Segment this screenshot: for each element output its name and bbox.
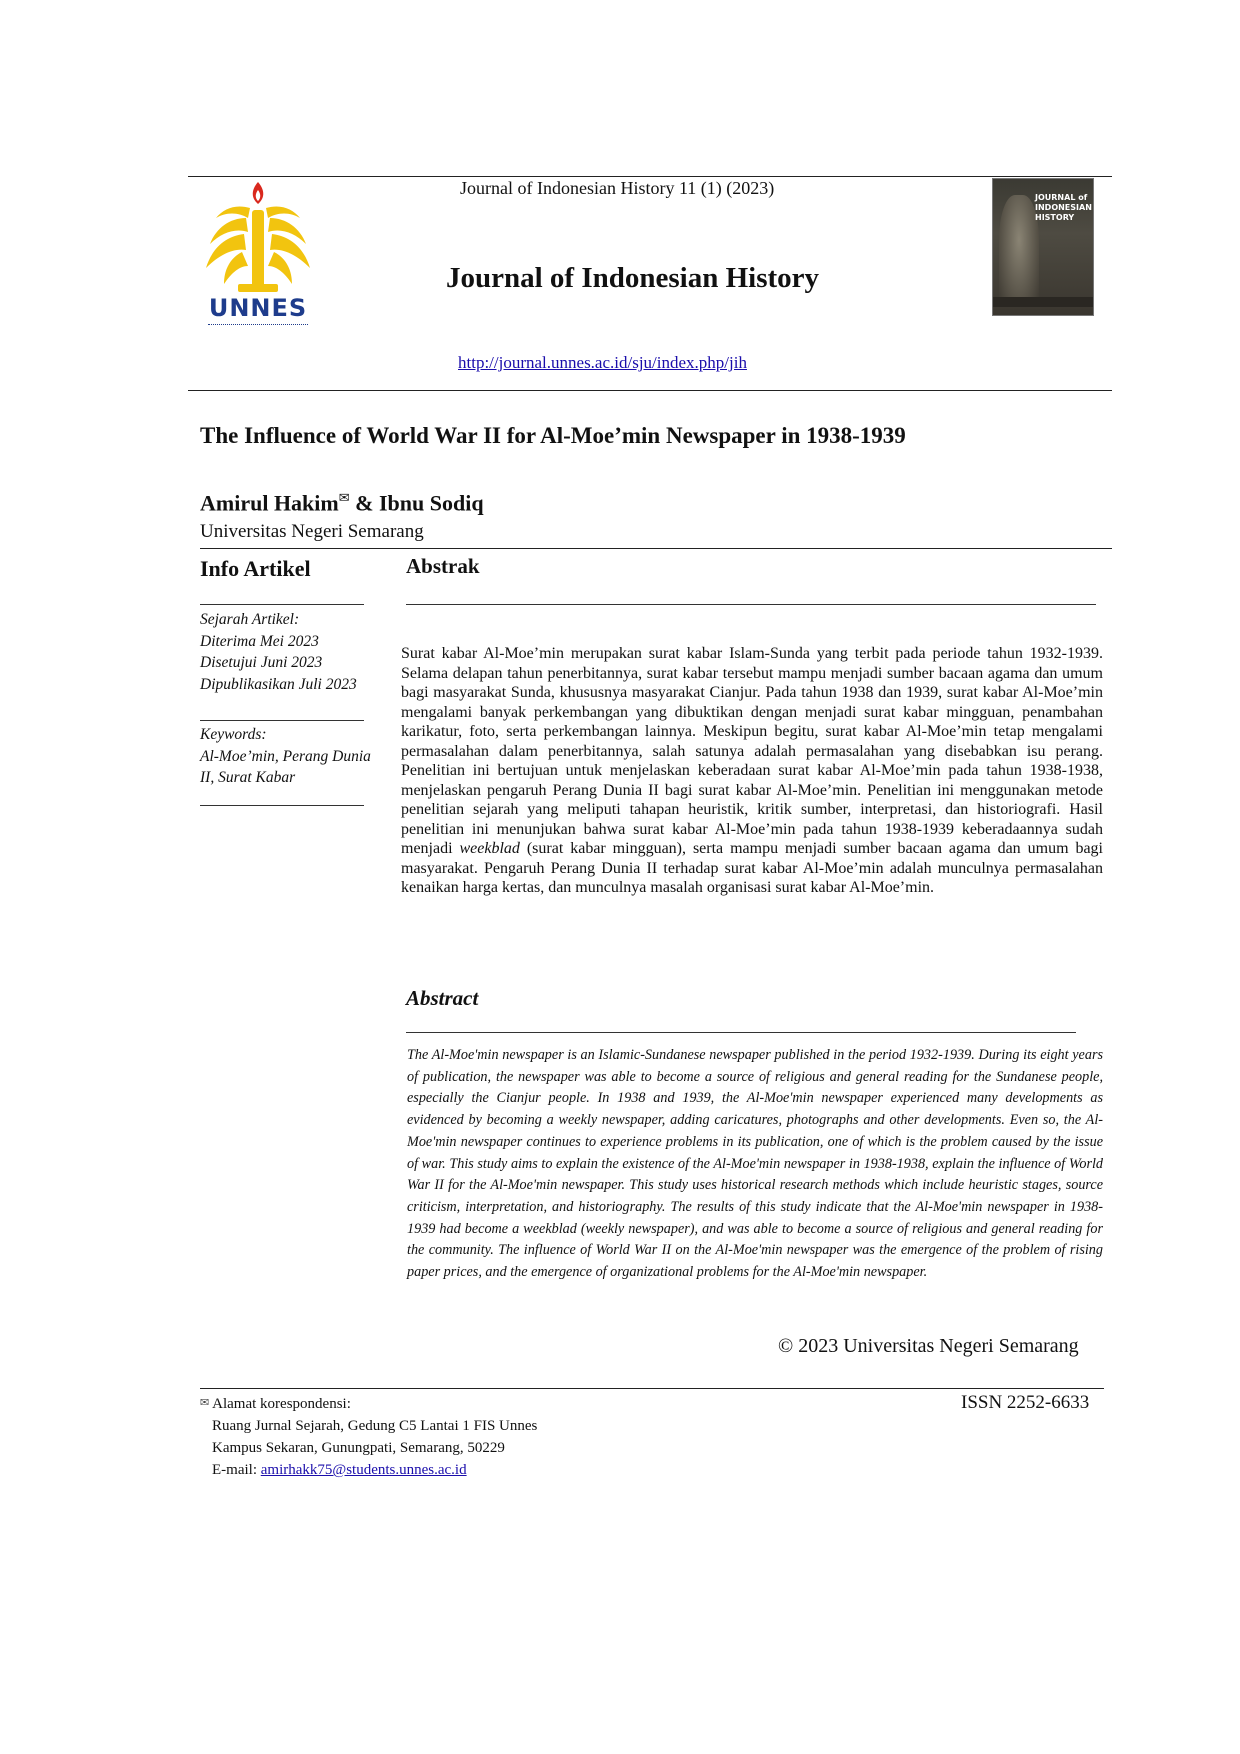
correspondence-email-row: E-mail: amirhakk75@students.unnes.ac.id xyxy=(200,1459,537,1481)
keywords-line-2: II, Surat Kabar xyxy=(200,769,296,786)
email-link[interactable]: amirhakk75@students.unnes.ac.id xyxy=(260,1462,467,1478)
abstract-text: The Al-Moe'min newspaper is an Islamic-S… xyxy=(407,1047,1103,1281)
correspondence-address-2: Kampus Sekaran, Gunungpati, Semarang, 50… xyxy=(212,1440,505,1456)
journal-url-link[interactable]: http://journal.unnes.ac.id/sju/index.php… xyxy=(458,353,747,372)
abstrak-text-part-1: Surat kabar Al-Moe’min merupakan surat k… xyxy=(401,645,1103,857)
abstrak-italic-term: weekblad xyxy=(459,840,520,857)
cover-statue-picture xyxy=(999,195,1039,307)
logo-wordmark: UNNES xyxy=(208,294,308,322)
correspondence-label-row: ✉ Alamat korespondensi: xyxy=(200,1392,537,1415)
keywords-line-1: Al-Moe’min, Perang Dunia xyxy=(200,747,371,765)
journal-cover-image: JOURNAL of INDONESIAN HISTORY xyxy=(992,178,1094,316)
article-title: The Influence of World War II for Al-Moe… xyxy=(200,423,906,448)
sidebar-rule-1 xyxy=(200,604,364,605)
keywords-block: Keywords: Al-Moe’min, Perang Dunia II, S… xyxy=(200,724,371,789)
abstract-heading: Abstract xyxy=(406,986,479,1010)
envelope-icon: ✉ xyxy=(338,490,350,505)
cover-title: JOURNAL of INDONESIAN HISTORY xyxy=(1035,193,1092,222)
affiliation-rule xyxy=(200,548,1112,549)
author-list: Amirul Hakim✉ & Ibnu Sodiq xyxy=(200,490,484,516)
article-history: Sejarah Artikel: Diterima Mei 2023 Diset… xyxy=(200,609,357,695)
copyright-notice: © 2023 Universitas Negeri Semarang xyxy=(778,1335,1079,1357)
unnes-emblem-icon xyxy=(206,182,310,292)
keywords-label: Keywords: xyxy=(200,726,267,743)
issn-number: ISSN 2252-6633 xyxy=(961,1392,1090,1413)
info-artikel-heading: Info Artikel xyxy=(200,556,311,581)
author-2: & Ibnu Sodiq xyxy=(349,490,484,516)
unnes-logo: UNNES xyxy=(196,178,320,326)
author-affiliation: Universitas Negeri Semarang xyxy=(200,521,424,542)
sidebar-rule-2 xyxy=(200,720,364,721)
author-1: Amirul Hakim xyxy=(200,490,339,516)
abstrak-text: Surat kabar Al-Moe’min merupakan surat k… xyxy=(401,644,1103,898)
approved-date: Disetujui Juni 2023 xyxy=(200,654,323,671)
correspondence-label: Alamat korespondensi: xyxy=(209,1396,351,1412)
header-top-rule xyxy=(188,176,1112,177)
envelope-icon: ✉ xyxy=(200,1396,210,1409)
journal-issue-line: Journal of Indonesian History 11 (1) (20… xyxy=(460,178,775,198)
abstrak-heading: Abstrak xyxy=(406,554,480,578)
abstract-rule xyxy=(406,1032,1076,1033)
header-bottom-rule xyxy=(188,390,1112,391)
cover-footer-bar xyxy=(993,297,1093,307)
received-date: Diterima Mei 2023 xyxy=(200,632,319,650)
email-label: E-mail: xyxy=(212,1462,261,1478)
history-label: Sejarah Artikel: xyxy=(200,611,300,628)
footer-rule xyxy=(200,1388,1104,1389)
logo-subtitle-line xyxy=(208,324,308,329)
correspondence-block: ✉ Alamat korespondensi: Ruang Jurnal Sej… xyxy=(200,1392,537,1481)
published-date: Dipublikasikan Juli 2023 xyxy=(200,675,357,693)
abstrak-rule xyxy=(406,604,1096,605)
abstrak-text-part-2: (surat kabar mingguan), serta mampu menj… xyxy=(401,840,1103,896)
sidebar-rule-3 xyxy=(200,805,364,806)
correspondence-address-1: Ruang Jurnal Sejarah, Gedung C5 Lantai 1… xyxy=(212,1418,538,1434)
journal-title: Journal of Indonesian History xyxy=(446,262,820,294)
